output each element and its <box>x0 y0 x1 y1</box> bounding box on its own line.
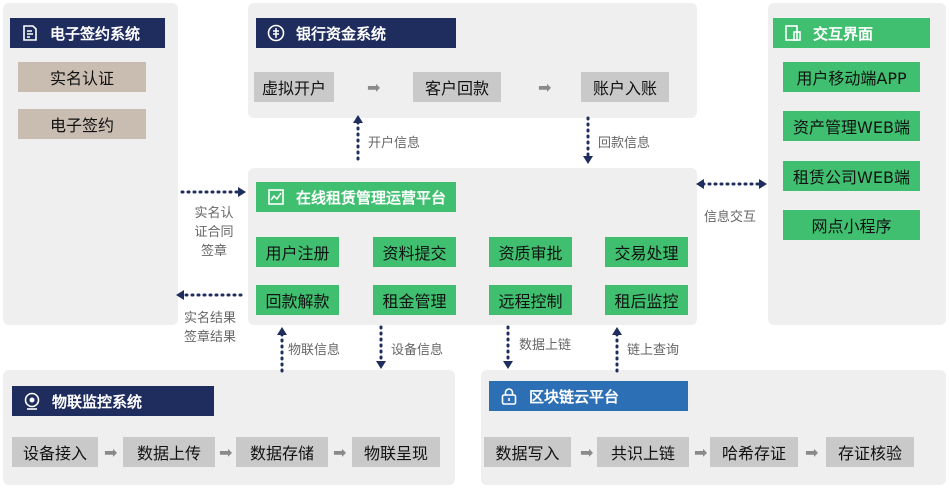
ui-header: 交互界面 <box>773 18 930 48</box>
esign-item-realname[interactable]: 实名认证 <box>18 62 146 92</box>
arrowhead-icon <box>612 327 622 335</box>
platform-item-trade[interactable]: 交易处理 <box>605 237 688 267</box>
ui-item-asset-web[interactable]: 资产管理WEB端 <box>783 111 920 141</box>
flow-label-esign-request: 实名认 证合同 签章 <box>190 204 238 261</box>
screen-icon <box>783 23 803 43</box>
flow-label-payment: 回款信息 <box>598 136 651 151</box>
flow-label-info-exchange: 信息交互 <box>704 210 757 225</box>
platform-item-register[interactable]: 用户注册 <box>256 237 339 267</box>
lock-icon <box>499 386 519 406</box>
bank-header: 银行资金系统 <box>256 18 456 48</box>
esign-panel <box>3 3 178 325</box>
arrowhead-icon <box>696 179 704 189</box>
flow-label-line: 实名认 <box>194 206 234 221</box>
camera-icon <box>22 391 42 411</box>
arrow-right-icon: ➡ <box>580 443 594 462</box>
iot-item-display[interactable]: 物联呈现 <box>352 437 440 467</box>
arrow-right-icon: ➡ <box>805 443 819 462</box>
platform-item-rent[interactable]: 租金管理 <box>373 285 456 315</box>
platform-item-remote[interactable]: 远程控制 <box>489 285 572 315</box>
flow-label-device-info: 设备信息 <box>391 343 444 358</box>
arrowhead-icon <box>503 361 513 369</box>
chart-icon <box>266 187 286 207</box>
arrowhead-icon <box>376 361 386 369</box>
iot-item-storage[interactable]: 数据存储 <box>236 437 328 467</box>
arrowhead-icon <box>583 156 593 164</box>
chain-header: 区块链云平台 <box>489 381 688 411</box>
esign-item-sign[interactable]: 电子签约 <box>18 109 146 139</box>
chain-title: 区块链云平台 <box>529 387 620 406</box>
flow-label-line: 证合同 <box>194 225 234 240</box>
ui-item-lease-web[interactable]: 租赁公司WEB端 <box>783 161 920 191</box>
ui-title: 交互界面 <box>813 24 874 43</box>
arrow-right-icon: ➡ <box>104 443 118 462</box>
platform-item-submit[interactable]: 资料提交 <box>373 237 456 267</box>
chain-item-consensus[interactable]: 共识上链 <box>597 437 689 467</box>
flow-label-line: 签章 <box>200 244 227 259</box>
arrow-right-icon: ➡ <box>694 443 708 462</box>
flow-label-data-onchain: 数据上链 <box>519 338 572 353</box>
arrow-right-icon: ➡ <box>538 78 552 97</box>
flow-label-esign-result: 实名结果 签章结果 <box>184 309 236 347</box>
iot-title: 物联监控系统 <box>52 392 143 411</box>
iot-item-upload[interactable]: 数据上传 <box>123 437 215 467</box>
ui-item-mobile-app[interactable]: 用户移动端APP <box>783 62 920 92</box>
platform-item-monitor[interactable]: 租后监控 <box>605 285 688 315</box>
flow-label-chain-query: 链上查询 <box>627 343 680 358</box>
esign-header: 电子签约系统 <box>10 18 165 48</box>
arrowhead-icon <box>238 187 246 197</box>
flow-label-line: 实名结果 <box>184 311 237 326</box>
money-icon <box>266 23 286 43</box>
chain-item-write[interactable]: 数据写入 <box>484 437 571 467</box>
platform-title: 在线租赁管理运营平台 <box>296 188 447 207</box>
arrowhead-icon <box>277 327 287 335</box>
esign-title: 电子签约系统 <box>50 24 141 43</box>
flow-label-line: 签章结果 <box>184 330 237 345</box>
platform-header: 在线租赁管理运营平台 <box>256 182 456 212</box>
iot-item-access[interactable]: 设备接入 <box>12 437 98 467</box>
flow-label-open-account: 开户信息 <box>368 136 421 151</box>
bank-item-credit[interactable]: 账户入账 <box>581 72 669 102</box>
bank-item-open-account[interactable]: 虚拟开户 <box>254 72 334 102</box>
bank-item-payment[interactable]: 客户回款 <box>413 72 501 102</box>
chain-item-verify[interactable]: 存证核验 <box>826 437 914 467</box>
arrow-right-icon: ➡ <box>333 443 347 462</box>
arrow-right-icon: ➡ <box>367 78 381 97</box>
ui-item-miniprogram[interactable]: 网点小程序 <box>783 210 920 240</box>
chain-item-hash[interactable]: 哈希存证 <box>710 437 798 467</box>
platform-item-approve[interactable]: 资质审批 <box>489 237 572 267</box>
bank-title: 银行资金系统 <box>296 24 387 43</box>
iot-header: 物联监控系统 <box>12 386 214 416</box>
arrowhead-icon <box>759 179 767 189</box>
arrow-right-icon: ➡ <box>219 443 233 462</box>
flow-label-iot-info: 物联信息 <box>288 343 341 358</box>
document-icon <box>20 23 40 43</box>
platform-item-settle[interactable]: 回款解款 <box>256 285 339 315</box>
